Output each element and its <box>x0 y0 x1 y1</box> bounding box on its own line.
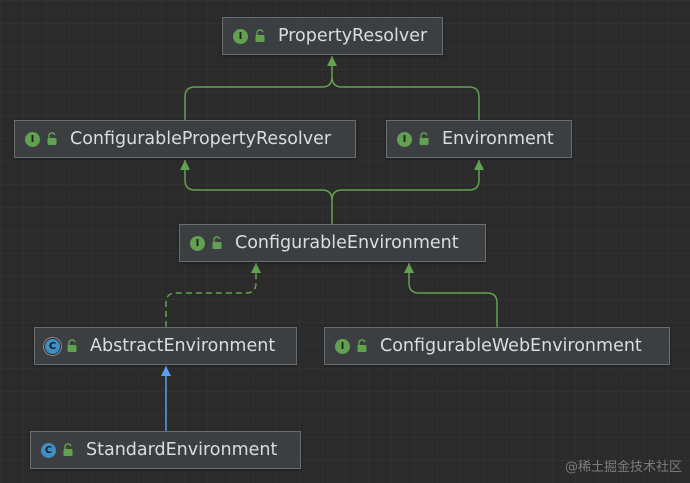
edge-abstractenvironment-implements-configurableenvironment <box>165 263 261 327</box>
edge-configurablepropertyresolver-to-propertyresolver <box>184 56 337 120</box>
lock-icon <box>357 339 367 352</box>
interface-icon: I <box>233 28 248 44</box>
node-label: ConfigurableEnvironment <box>235 233 459 253</box>
interface-icon: I <box>397 131 412 147</box>
edge-configurablewebenvironment-to-configurableenvironment <box>404 263 498 327</box>
node-label: ConfigurablePropertyResolver <box>70 129 332 149</box>
lock-icon <box>255 29 265 42</box>
lock-icon <box>63 443 73 456</box>
interface-icon: I <box>25 131 40 147</box>
node-label: AbstractEnvironment <box>90 336 276 356</box>
lock-icon <box>47 132 57 145</box>
node-configurable-web-environment[interactable]: I ConfigurableWebEnvironment <box>324 327 670 365</box>
edge-configurableenvironment-to-environment <box>331 160 484 201</box>
node-label: ConfigurableWebEnvironment <box>380 336 642 356</box>
lock-icon <box>419 132 429 145</box>
node-label: Environment <box>442 129 554 149</box>
node-abstract-environment[interactable]: C AbstractEnvironment <box>34 327 297 365</box>
node-property-resolver[interactable]: I PropertyResolver <box>222 17 443 55</box>
node-environment[interactable]: I Environment <box>386 120 572 158</box>
node-configurable-environment[interactable]: I ConfigurableEnvironment <box>179 224 486 262</box>
class-icon: C <box>41 442 56 458</box>
node-label: PropertyResolver <box>278 26 428 46</box>
lock-icon <box>212 236 222 249</box>
edge-environment-to-propertyresolver <box>331 76 480 120</box>
interface-icon: I <box>335 338 350 354</box>
node-standard-environment[interactable]: C StandardEnvironment <box>30 431 301 469</box>
abstract-class-icon: C <box>45 338 60 354</box>
interface-icon: I <box>190 235 205 251</box>
node-label: StandardEnvironment <box>86 440 278 460</box>
node-configurable-property-resolver[interactable]: I ConfigurablePropertyResolver <box>14 120 356 158</box>
lock-icon <box>67 339 77 352</box>
edge-configurableenvironment-to-configurablepropertyresolver <box>180 160 333 224</box>
watermark: @稀土掘金技术社区 <box>564 460 682 475</box>
